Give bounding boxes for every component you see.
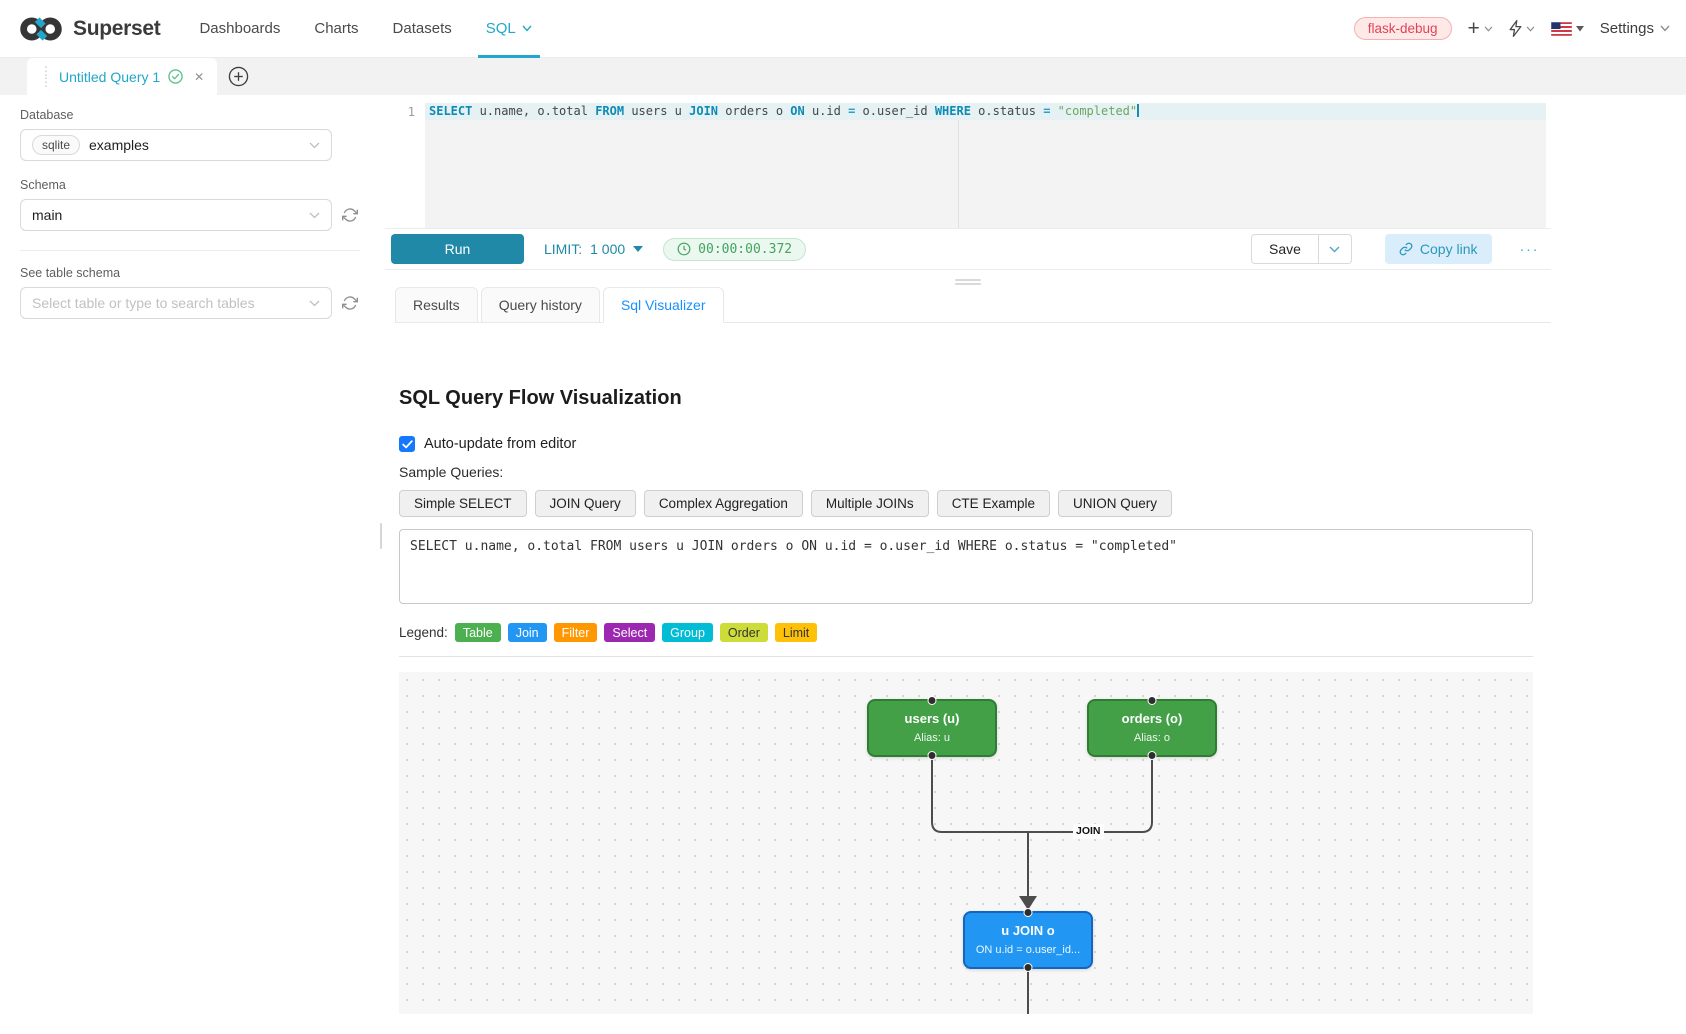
chevron-down-icon [309,142,320,149]
legend-chip-join: Join [507,623,547,642]
nav-item-sql[interactable]: SQL [469,0,549,58]
divider [399,656,1533,657]
database-select[interactable]: sqlite examples [20,129,332,161]
join-edge-label: JOIN [1073,824,1104,839]
sample-query-buttons: Simple SELECT JOIN Query Complex Aggrega… [399,490,1533,517]
query-tabstrip: ⋮⋮ Untitled Query 1 ✕ [0,58,1686,95]
sample-cte-example-button[interactable]: CTE Example [936,490,1050,517]
tab-results[interactable]: Results [395,287,478,323]
caret-down-icon [1575,25,1584,32]
schema-label: Schema [20,178,66,192]
sample-complex-aggregation-button[interactable]: Complex Aggregation [643,490,803,517]
nav-item-dashboards[interactable]: Dashboards [199,20,281,37]
auto-update-checkbox[interactable] [399,436,415,452]
navbar-right: flask-debug + [1353,17,1670,40]
flow-node-orders[interactable]: orders (o) Alias: o [1087,699,1217,757]
chevron-down-icon [522,25,532,32]
us-flag-icon [1550,21,1572,36]
chevron-down-icon [1526,25,1535,32]
navbar: Superset Dashboards Charts Datasets SQL … [0,0,1686,58]
sidebar-splitter[interactable] [378,95,385,1034]
legend-chip-select: Select [604,623,656,642]
flow-canvas[interactable]: users (u) Alias: u orders (o) Alias: o u… [399,672,1533,1014]
chevron-down-icon [1484,25,1493,32]
check-circle-icon [168,69,183,84]
sample-join-query-button[interactable]: JOIN Query [534,490,636,517]
table-select[interactable]: Select table or type to search tables [20,287,332,319]
sample-queries-label: Sample Queries: [399,464,504,480]
save-button[interactable]: Save [1250,234,1319,264]
nav-item-datasets[interactable]: Datasets [392,20,452,37]
nav-item-charts[interactable]: Charts [314,20,359,37]
query-tab-title: Untitled Query 1 [59,68,161,85]
limit-dropdown[interactable]: LIMIT: 1 000 [544,241,644,257]
superset-infinity-icon [16,15,66,43]
legend-chip-filter: Filter [553,623,598,642]
sql-code-line[interactable]: SELECT u.name, o.total FROM users u JOIN… [425,103,1546,120]
database-label: Database [20,108,74,122]
legend-chip-limit: Limit [774,623,818,642]
south-pane: Results Query history Sql Visualizer SQL… [385,270,1551,1034]
query-search-menu[interactable] [1509,20,1535,37]
table-schema-label: See table schema [20,266,121,280]
new-item-menu[interactable]: + [1468,18,1493,39]
new-query-tab-button[interactable] [228,66,249,87]
schema-select[interactable]: main [20,199,332,231]
sql-editor[interactable]: 1 SELECT u.name, o.total FROM users u JO… [385,95,1551,228]
environment-tag: flask-debug [1353,17,1452,40]
main-nav: Dashboards Charts Datasets SQL [182,0,548,58]
divider [20,250,360,251]
editor-gutter: 1 [385,103,425,228]
settings-menu[interactable]: Settings [1600,20,1670,37]
legend-chip-table: Table [454,623,501,642]
sample-multiple-joins-button[interactable]: Multiple JOINs [810,490,929,517]
drag-handle-icon[interactable]: ⋮⋮ [40,63,52,89]
elapsed-timer-badge: 00:00:00.372 [663,237,807,261]
caret-down-icon [633,246,644,252]
chevron-down-icon [309,300,320,307]
sample-union-query-button[interactable]: UNION Query [1057,490,1172,517]
legend-chip-order: Order [719,623,768,642]
visualizer-title: SQL Query Flow Visualization [399,387,682,409]
sample-simple-select-button[interactable]: Simple SELECT [399,490,527,517]
auto-update-label: Auto-update from editor [424,436,577,452]
tab-sql-visualizer[interactable]: Sql Visualizer [602,287,724,323]
sqllab-sidebar: Database sqlite examples Schema main See… [0,95,378,1034]
chevron-down-icon [309,212,320,219]
refresh-schemas-icon[interactable] [342,207,358,223]
lightning-icon [1509,20,1522,37]
text-cursor [1137,104,1140,117]
superset-logo[interactable]: Superset [16,15,161,43]
editor-toolbar: Run LIMIT: 1 000 00:00:00.372 Save Copy … [385,228,1551,270]
flow-node-join[interactable]: u JOIN o ON u.id = o.user_id... [963,911,1093,969]
pane-resize-handle[interactable] [955,277,981,287]
legend: Legend: Table Join Filter Select Group O… [399,623,1533,642]
south-tabs: Results Query history Sql Visualizer [395,287,1551,323]
save-dropdown-button[interactable] [1318,234,1352,264]
run-button[interactable]: Run [391,234,524,264]
database-engine-badge: sqlite [32,135,81,155]
editor-surface[interactable]: 1 SELECT u.name, o.total FROM users u JO… [385,103,1546,228]
query-tab[interactable]: ⋮⋮ Untitled Query 1 ✕ [27,58,218,95]
more-actions-button[interactable]: ··· [1514,241,1546,258]
close-tab-icon[interactable]: ✕ [194,69,205,84]
tab-query-history[interactable]: Query history [480,287,600,323]
save-button-group: Save [1250,234,1352,264]
chevron-down-icon [1660,25,1670,32]
editor-print-margin [958,103,959,228]
brand-name: Superset [73,16,161,40]
legend-chip-group: Group [662,623,713,642]
flow-node-users[interactable]: users (u) Alias: u [867,699,997,757]
flow-edges [931,755,1153,1014]
sql-visualizer-panel: SQL Query Flow Visualization Auto-update… [385,323,1551,1014]
copy-link-button[interactable]: Copy link [1384,234,1492,264]
legend-label: Legend: [399,625,448,640]
clock-icon [677,242,691,256]
visualizer-sql-input[interactable]: SELECT u.name, o.total FROM users u JOIN… [399,529,1533,604]
link-icon [1399,242,1413,256]
language-menu[interactable] [1550,21,1584,36]
refresh-tables-icon[interactable] [342,295,358,311]
plus-icon: + [1467,17,1480,40]
